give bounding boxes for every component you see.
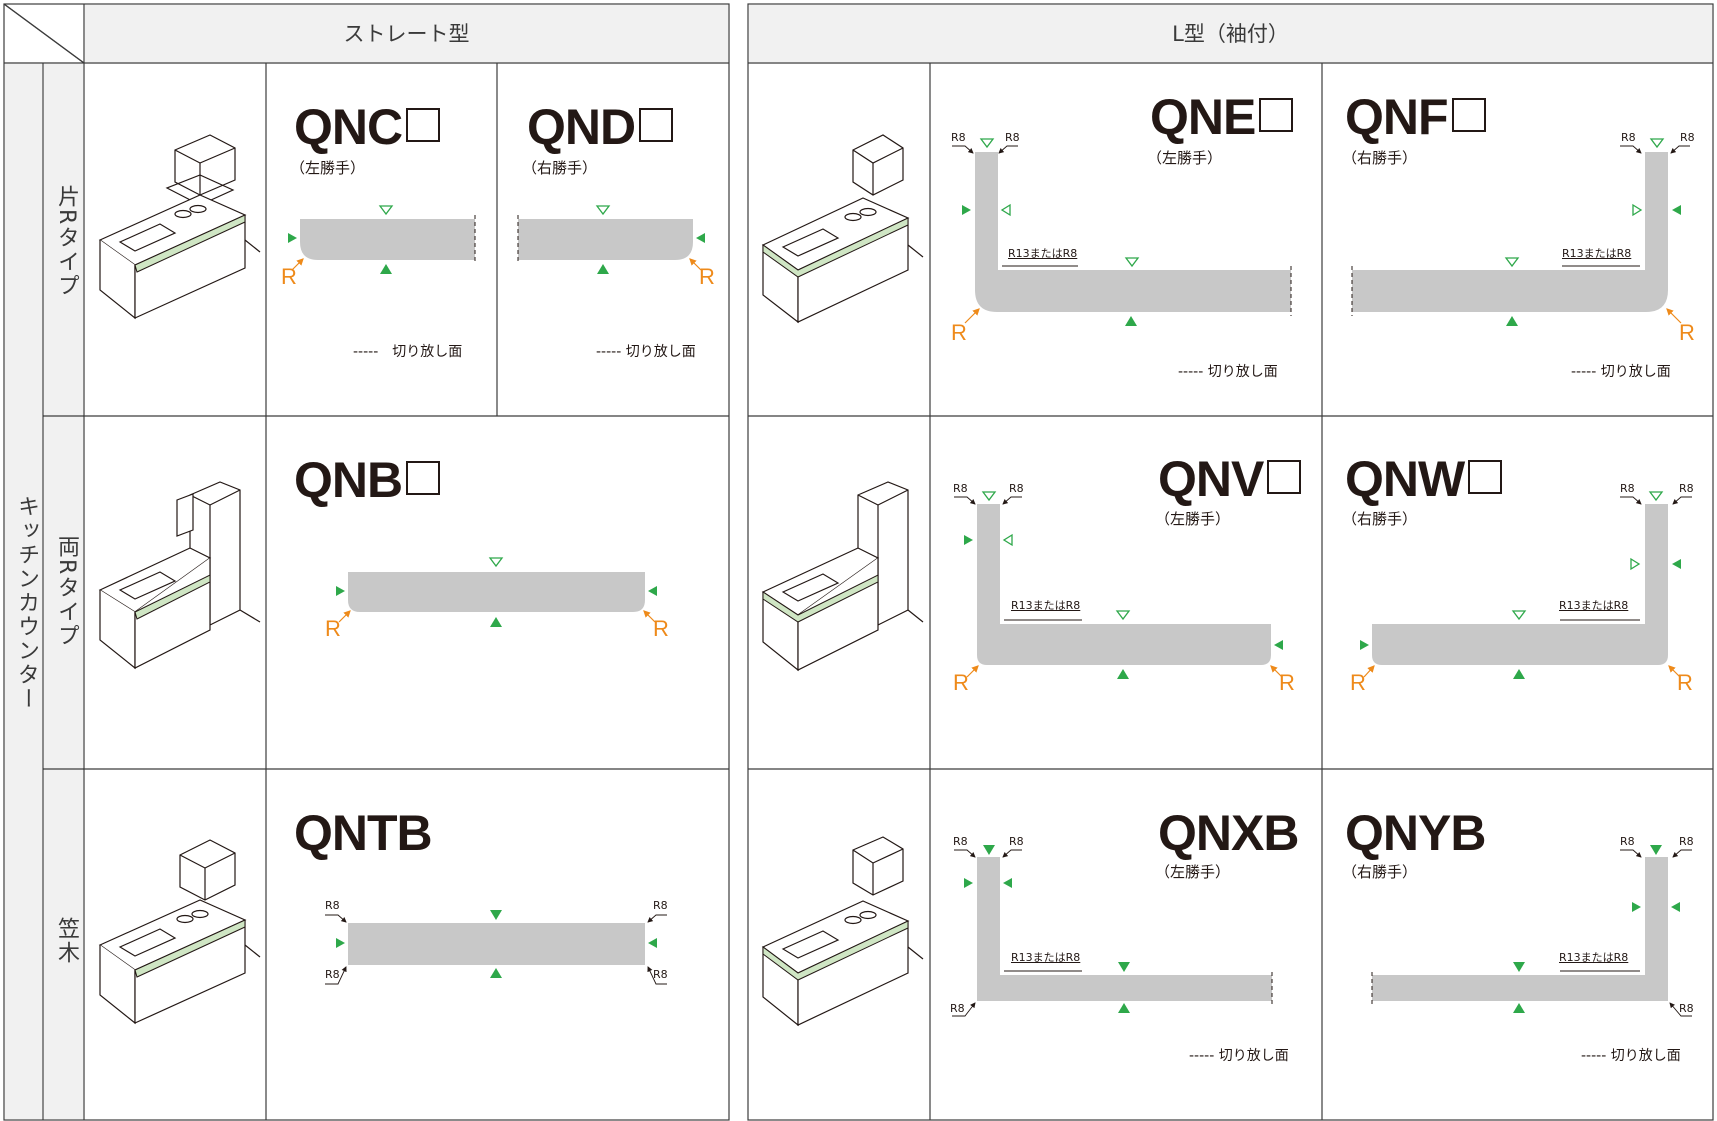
r8-label: R8 <box>653 968 668 981</box>
sub-qnc: （左勝手） <box>290 159 366 177</box>
code-qnxb: QNXB <box>1158 805 1299 861</box>
kitchen-illustration-l-kasagi <box>761 836 924 1027</box>
kitchen-illustration-l-single-r <box>761 134 924 324</box>
note-qnyb: ----- 切り放し面 <box>1581 1048 1681 1064</box>
sub-qnxb: （左勝手） <box>1155 863 1231 881</box>
r8-label: R8 <box>1679 1002 1694 1015</box>
kitchen-illustration-kasagi <box>98 839 261 1025</box>
code-box-icon <box>1259 98 1294 132</box>
code-qnf: QNF <box>1345 92 1486 142</box>
r8-label: R8 <box>1680 131 1695 144</box>
sub-qnyb: （右勝手） <box>1342 863 1418 881</box>
code-box-icon <box>406 461 441 495</box>
r8-label: R8 <box>1005 131 1020 144</box>
code-box-icon <box>639 108 674 142</box>
r-label: R <box>699 264 715 289</box>
code-qne: QNE <box>1150 92 1294 142</box>
kitchen-illustration-l-double-r <box>761 481 924 672</box>
code-qnd: QND <box>527 102 674 152</box>
r-label: R <box>1677 670 1693 695</box>
sub-qnv: （左勝手） <box>1155 510 1231 528</box>
code-box-icon <box>1451 98 1486 132</box>
sub-qne: （左勝手） <box>1147 149 1223 167</box>
r8-label: R8 <box>951 131 966 144</box>
r13-label: R13またはR8 <box>1559 599 1629 612</box>
sub-qnw: （右勝手） <box>1342 510 1418 528</box>
r8-label: R8 <box>1620 835 1635 848</box>
r8-label: R8 <box>1009 482 1024 495</box>
r-label: R <box>951 320 967 345</box>
r8-label: R8 <box>1679 835 1694 848</box>
kitchen-illustration-single-r <box>98 134 261 320</box>
r13-label: R13またはR8 <box>1011 599 1081 612</box>
code-qnv: QNV <box>1158 454 1302 504</box>
sub-qnd: （右勝手） <box>522 159 598 177</box>
header-l-type: L型（袖付） <box>1172 22 1289 46</box>
code-qnc: QNC <box>294 102 441 152</box>
kitchen-illustration-double-r <box>98 481 261 670</box>
note-qnf: ----- 切り放し面 <box>1571 364 1671 380</box>
r13-label: R13またはR8 <box>1011 951 1081 964</box>
row-label-double-r: 両Rタイプ <box>54 535 79 649</box>
r8-label: R8 <box>653 899 668 912</box>
sub-qnf: （右勝手） <box>1342 149 1418 167</box>
code-box-icon <box>1267 460 1302 494</box>
r-label: R <box>953 670 969 695</box>
note-qnxb: ----- 切り放し面 <box>1189 1048 1289 1064</box>
r-label: R <box>1279 670 1295 695</box>
r13-label: R13またはR8 <box>1008 247 1078 260</box>
r-label: R <box>325 616 341 641</box>
r8-label: R8 <box>1621 131 1636 144</box>
r8-label: R8 <box>953 482 968 495</box>
row-label-single-r: 片Rタイプ <box>54 185 79 299</box>
r13-label: R13またはR8 <box>1562 247 1632 260</box>
code-box-icon <box>1468 460 1503 494</box>
header-straight: ストレート型 <box>343 22 470 46</box>
r8-label: R8 <box>325 899 340 912</box>
row-label-kasagi: 笠木 <box>54 917 79 965</box>
r-label: R <box>281 264 297 289</box>
code-qnw: QNW <box>1345 454 1503 504</box>
r8-label: R8 <box>1679 482 1694 495</box>
note-qnd: ----- 切り放し面 <box>596 344 696 360</box>
code-qntb: QNTB <box>294 805 433 861</box>
r-label: R <box>1350 670 1366 695</box>
r8-label: R8 <box>1009 835 1024 848</box>
r8-label: R8 <box>325 968 340 981</box>
note-qne: ----- 切り放し面 <box>1178 364 1278 380</box>
r8-label: R8 <box>1620 482 1635 495</box>
row-group-label: キッチンカウンター <box>14 495 39 711</box>
code-qnyb: QNYB <box>1345 805 1486 861</box>
code-qnb: QNB <box>294 455 441 505</box>
code-box-icon <box>406 108 441 142</box>
note-qnc: ----- 切り放し面 <box>353 344 463 360</box>
r-label: R <box>1679 320 1695 345</box>
r8-label: R8 <box>950 1002 965 1015</box>
r13-label: R13またはR8 <box>1559 951 1629 964</box>
r8-label: R8 <box>953 835 968 848</box>
r-label: R <box>653 616 669 641</box>
